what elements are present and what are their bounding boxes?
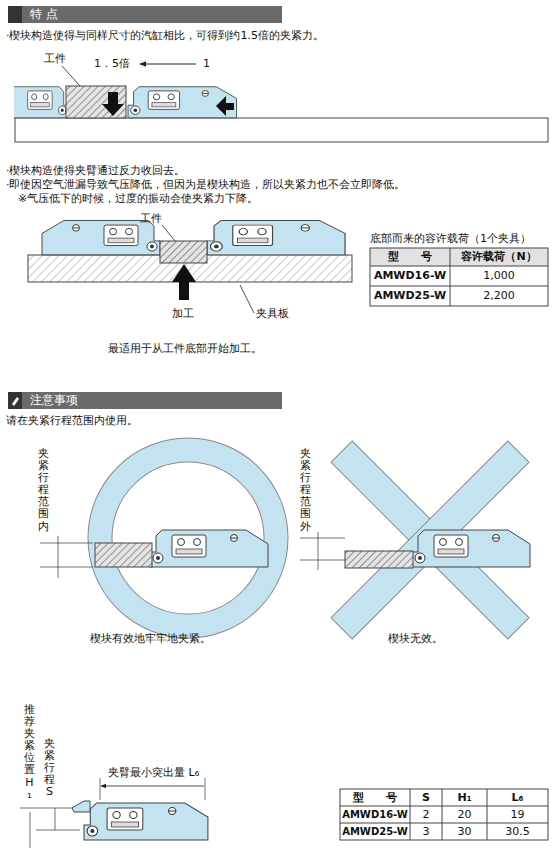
table-cell: 型 号 [340, 789, 410, 806]
table-cell: 30 [442, 823, 487, 840]
table-cell: 型 号 [370, 248, 450, 266]
feature-text: ·楔块构造使得夹臂通过反力收回去。 [6, 164, 186, 178]
dimension-label: 夹臂最小突出量 L₆ [108, 766, 199, 780]
caption-text: 楔块无效。 [388, 632, 443, 646]
table-title: 底部而来的容许载荷（1个夹具） [370, 232, 531, 246]
table-cell: 19 [487, 806, 548, 823]
header-text: 注意事项 [22, 392, 282, 409]
part-name: 加工 [172, 307, 194, 321]
table-cell: 30.5 [487, 823, 548, 840]
note-text: ※气压低下的时候，过度的振动会使夹紧力下降。 [18, 192, 258, 206]
table-cell: L₆ [487, 789, 548, 806]
feature-text: ·即使因空气泄漏导致气压降低，但因为是楔块构造，所以夹紧力也不会立即降低。 [6, 178, 406, 192]
caption-text: 楔块有效地牢牢地夹紧。 [90, 632, 211, 646]
table-cell: 2 [410, 806, 442, 823]
section-header: 特 点 [22, 6, 282, 23]
caption-text: 最适用于从工件底部开始加工。 [108, 342, 262, 356]
table-cell: 容许载荷（N） [450, 248, 548, 266]
table-cell: AMWD25-W [340, 823, 410, 840]
part-name: 工件 [140, 212, 162, 226]
table-cell: 1,000 [450, 266, 548, 286]
header-text: 特 点 [22, 6, 282, 23]
table-cell: S [410, 789, 442, 806]
force-ratio: 1．5倍 [94, 57, 130, 71]
table-cell: 20 [442, 806, 487, 823]
part-name: 夹具板 [256, 307, 289, 321]
feature-text: ·楔块构造使得与同样尺寸的汽缸相比，可得到约1.5倍的夹紧力。 [6, 29, 324, 43]
force-ratio: 1 [203, 57, 210, 71]
table-cell: AMWD16-W [340, 806, 410, 823]
note-text: 请在夹紧行程范围内使用。 [6, 414, 138, 428]
table-cell: H₁ [442, 789, 487, 806]
dimension-label: 夹紧行程范围内 [38, 448, 49, 533]
part-name: 工件 [44, 52, 66, 66]
table-cell: 2,200 [450, 286, 548, 306]
section-header: 注意事项 [22, 392, 282, 409]
table-cell: AMWD16-W [370, 266, 450, 286]
table-cell: 3 [410, 823, 442, 840]
table-cell: AMWD25-W [370, 286, 450, 306]
dimension-label: 夹紧行程 S [44, 738, 55, 798]
dimension-label: 推荐夹紧位置 H₁ [24, 704, 35, 801]
dimension-label: 夹紧行程范围外 [300, 448, 311, 533]
